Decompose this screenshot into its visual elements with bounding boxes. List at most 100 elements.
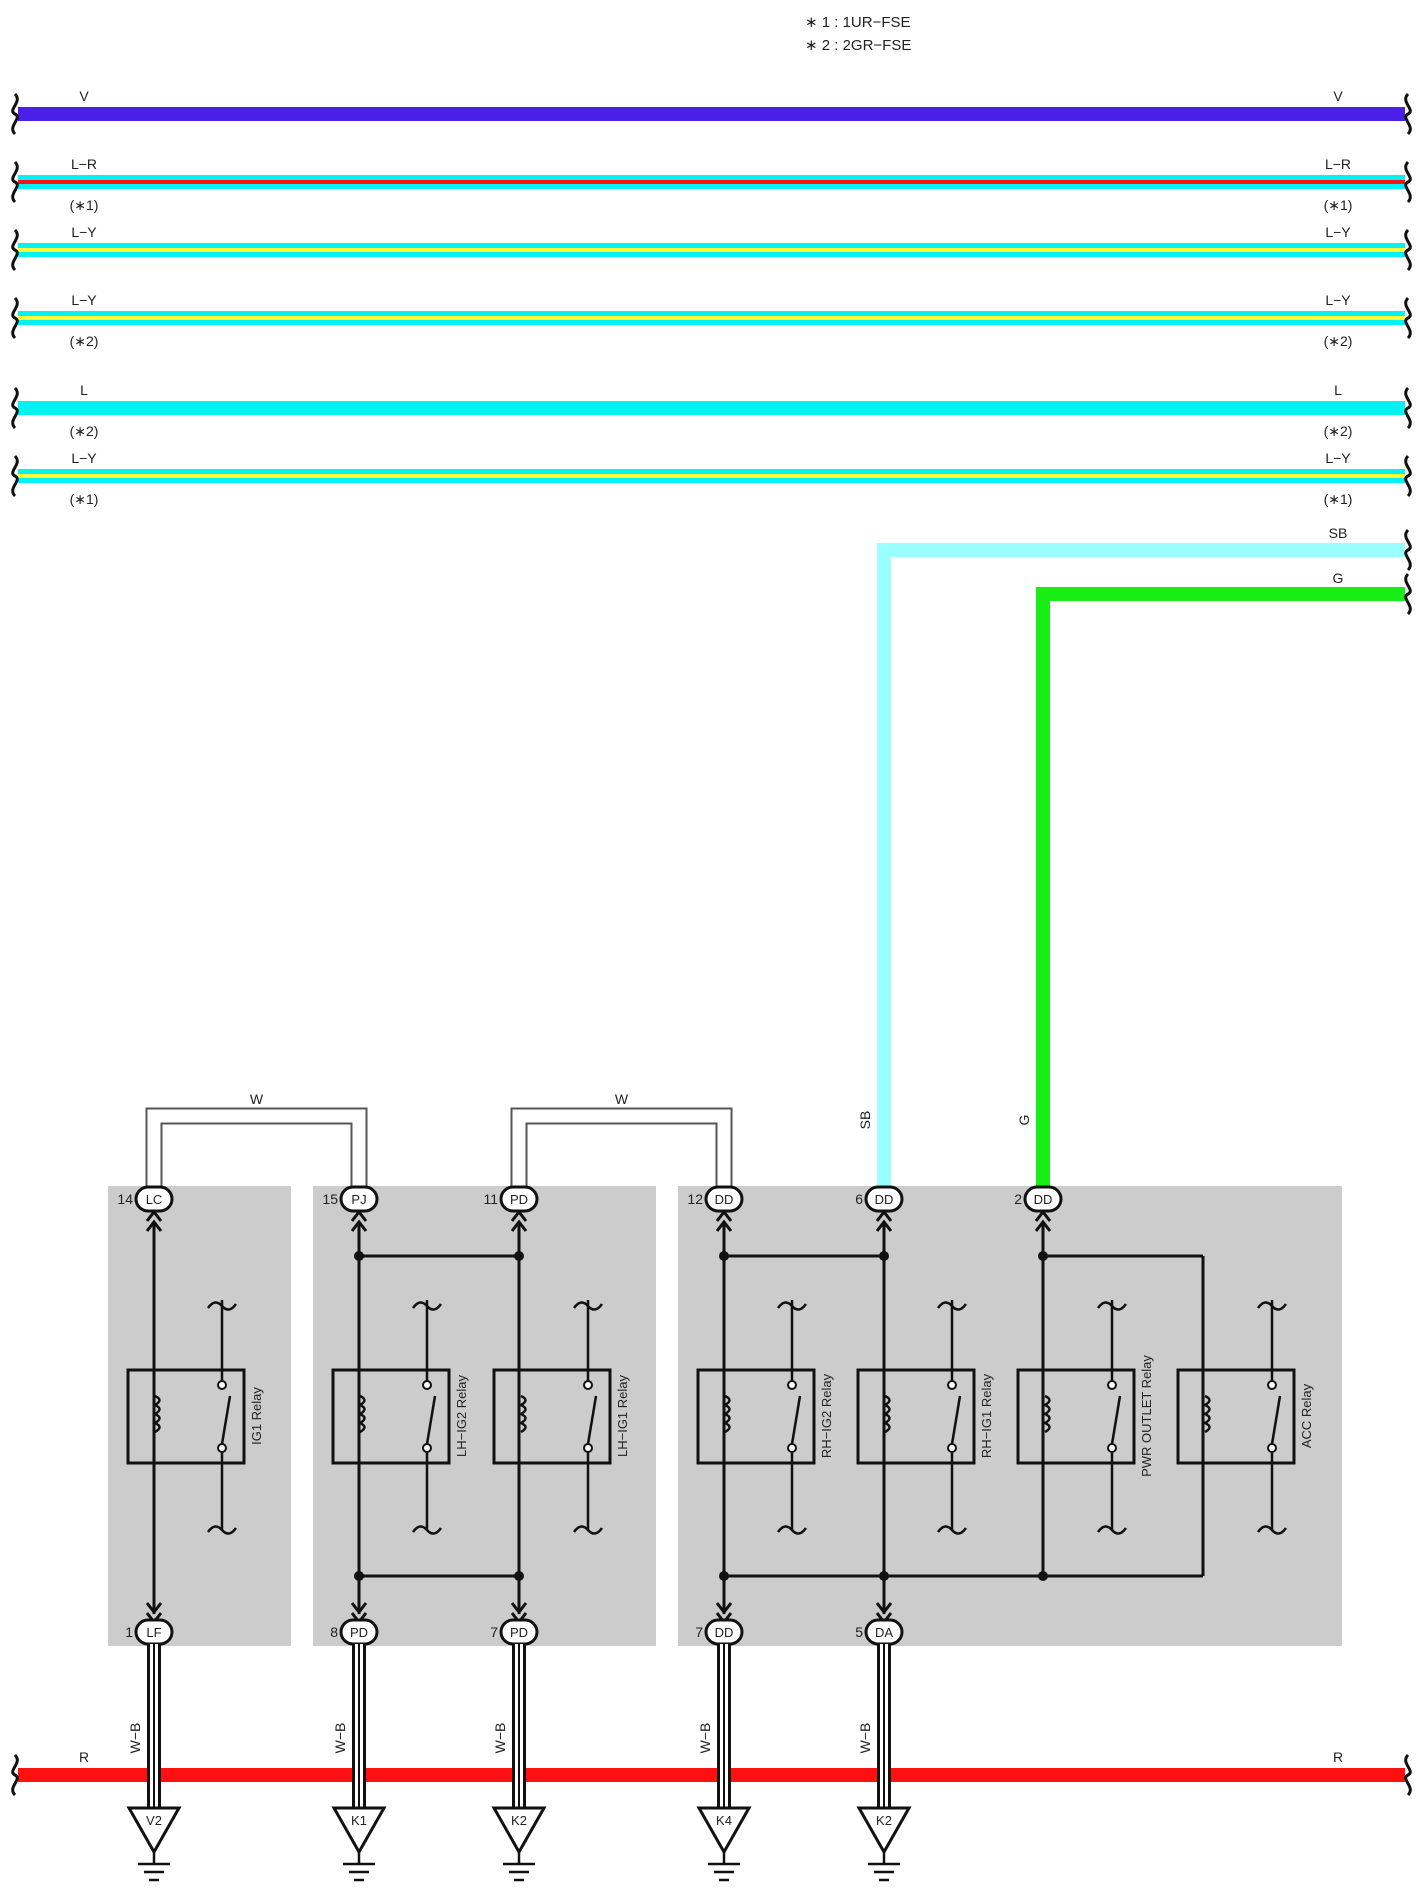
wave-icon: [776, 1301, 808, 1311]
bus-code-left: L−Y: [71, 292, 97, 308]
relay-block-3: [678, 1186, 1342, 1646]
junction-dot-icon: [1038, 1251, 1048, 1261]
wave-icon: [936, 1301, 968, 1311]
switch-arm-icon: [586, 1395, 598, 1445]
feed-wire-g: GG: [1016, 570, 1405, 1186]
bus-code-left: V: [79, 88, 89, 104]
ground-triangle-icon: [331, 1806, 387, 1856]
jumper-code: W: [250, 1091, 264, 1107]
connector-end-icon: [11, 228, 19, 272]
connector-end-icon: [1404, 228, 1412, 272]
relay-block-1: [108, 1186, 291, 1646]
wave-icon: [1096, 1301, 1128, 1311]
relay-body: [492, 1368, 612, 1465]
wire: [147, 1109, 366, 1186]
bus-code-right: L−Y: [1325, 224, 1351, 240]
ground-code: K4: [716, 1813, 732, 1828]
connector-end-icon: [1404, 572, 1412, 616]
pin-number: 14: [117, 1191, 133, 1207]
bus-note-left: (∗1): [70, 197, 99, 213]
ground-code: K2: [876, 1813, 892, 1828]
relay-body: [126, 1368, 246, 1465]
junction-dot-icon: [354, 1251, 364, 1261]
pin-code: PD: [350, 1625, 368, 1640]
junction-dot-icon: [719, 1251, 729, 1261]
connector-end-icon: [11, 1753, 19, 1797]
pin-code: PJ: [351, 1192, 366, 1207]
switch-contact-icon: [583, 1380, 593, 1390]
switch-contact-icon: [217, 1380, 227, 1390]
internal-wiring: [145, 1209, 1205, 1625]
wire: [877, 543, 1405, 1186]
switch-contact-icon: [1267, 1380, 1277, 1390]
relay-acc: ACC Relay: [1176, 1300, 1314, 1535]
pin-connector-icon: [499, 1185, 539, 1213]
coil-icon: [518, 1394, 527, 1434]
relay-rh_ig2: RH−IG2 Relay: [696, 1300, 834, 1535]
coil-icon: [882, 1394, 891, 1434]
bus-code-right: L−R: [1325, 156, 1351, 172]
arrow-icon: [510, 1602, 528, 1615]
connector-end-icon: [1404, 296, 1412, 340]
relay-label: RH−IG1 Relay: [979, 1373, 994, 1458]
arrow-icon: [875, 1219, 893, 1232]
bus-note-right: (∗2): [1324, 333, 1353, 349]
relay-pwr: PWR OUTLET Relay: [1016, 1300, 1154, 1535]
wave-icon: [572, 1301, 604, 1311]
switch-contact-icon: [787, 1380, 797, 1390]
pin-code: DD: [875, 1192, 894, 1207]
connector-end-icon: [11, 386, 19, 430]
arrow-icon: [715, 1602, 733, 1615]
bus-code-left: L−R: [71, 156, 97, 172]
pin-connector-icon: [1023, 1185, 1063, 1213]
bus-note-left: (∗2): [70, 423, 99, 439]
feed-code-right: SB: [1329, 525, 1348, 541]
connector-end-icon: [1404, 92, 1412, 136]
pin-connector-icon: [864, 1185, 904, 1213]
wave-icon: [411, 1525, 443, 1535]
switch-arm-icon: [1270, 1395, 1282, 1445]
connector-end-icon: [1404, 386, 1412, 430]
top-pin-2: PJ 15: [322, 1185, 379, 1213]
switch-arm-icon: [1110, 1395, 1122, 1445]
ground-wire-code: W−B: [332, 1723, 348, 1754]
connector-end-icon: [11, 160, 19, 204]
arrow-icon: [715, 1219, 733, 1232]
switch-arm-icon: [425, 1395, 437, 1445]
switch-arm-icon: [220, 1395, 232, 1445]
ground-code: K1: [351, 1813, 367, 1828]
coil-icon: [357, 1394, 366, 1434]
feed-code-vertical: G: [1016, 1115, 1032, 1126]
connector-end-icon: [1404, 160, 1412, 204]
bottom-pin-2: PD8: [330, 1618, 379, 1646]
junction-dot-icon: [719, 1571, 729, 1581]
relay-label: IG1 Relay: [249, 1387, 264, 1445]
switch-contact-icon: [947, 1443, 957, 1453]
top-pin-5: DD6: [855, 1185, 904, 1213]
switch-contact-icon: [1107, 1380, 1117, 1390]
pin-connector-icon: [134, 1185, 174, 1213]
note-1: ∗ 1 : 1UR−FSE: [805, 14, 911, 31]
connector-end-icon: [1404, 1753, 1412, 1797]
bus-note-right: (∗1): [1324, 491, 1353, 507]
relay-ig1: IG1 Relay: [126, 1300, 264, 1535]
bus-note-right: (∗1): [1324, 197, 1353, 213]
pin-code: LC: [146, 1192, 163, 1207]
pin-number: 15: [322, 1191, 338, 1207]
relay-label: PWR OUTLET Relay: [1139, 1355, 1154, 1477]
wave-icon: [206, 1525, 238, 1535]
wave-icon: [1256, 1525, 1288, 1535]
wave-icon: [1096, 1525, 1128, 1535]
switch-arm-icon: [950, 1395, 962, 1445]
jumper-code: W: [615, 1091, 629, 1107]
ground-wire-code: W−B: [697, 1723, 713, 1754]
connector-end-icon: [1404, 454, 1412, 498]
bus-note-left: (∗2): [70, 333, 99, 349]
connector-end-icon: [11, 92, 19, 136]
wave-icon: [411, 1301, 443, 1311]
bus-note-left: (∗1): [70, 491, 99, 507]
switch-contact-icon: [217, 1443, 227, 1453]
junction-dot-icon: [514, 1251, 524, 1261]
